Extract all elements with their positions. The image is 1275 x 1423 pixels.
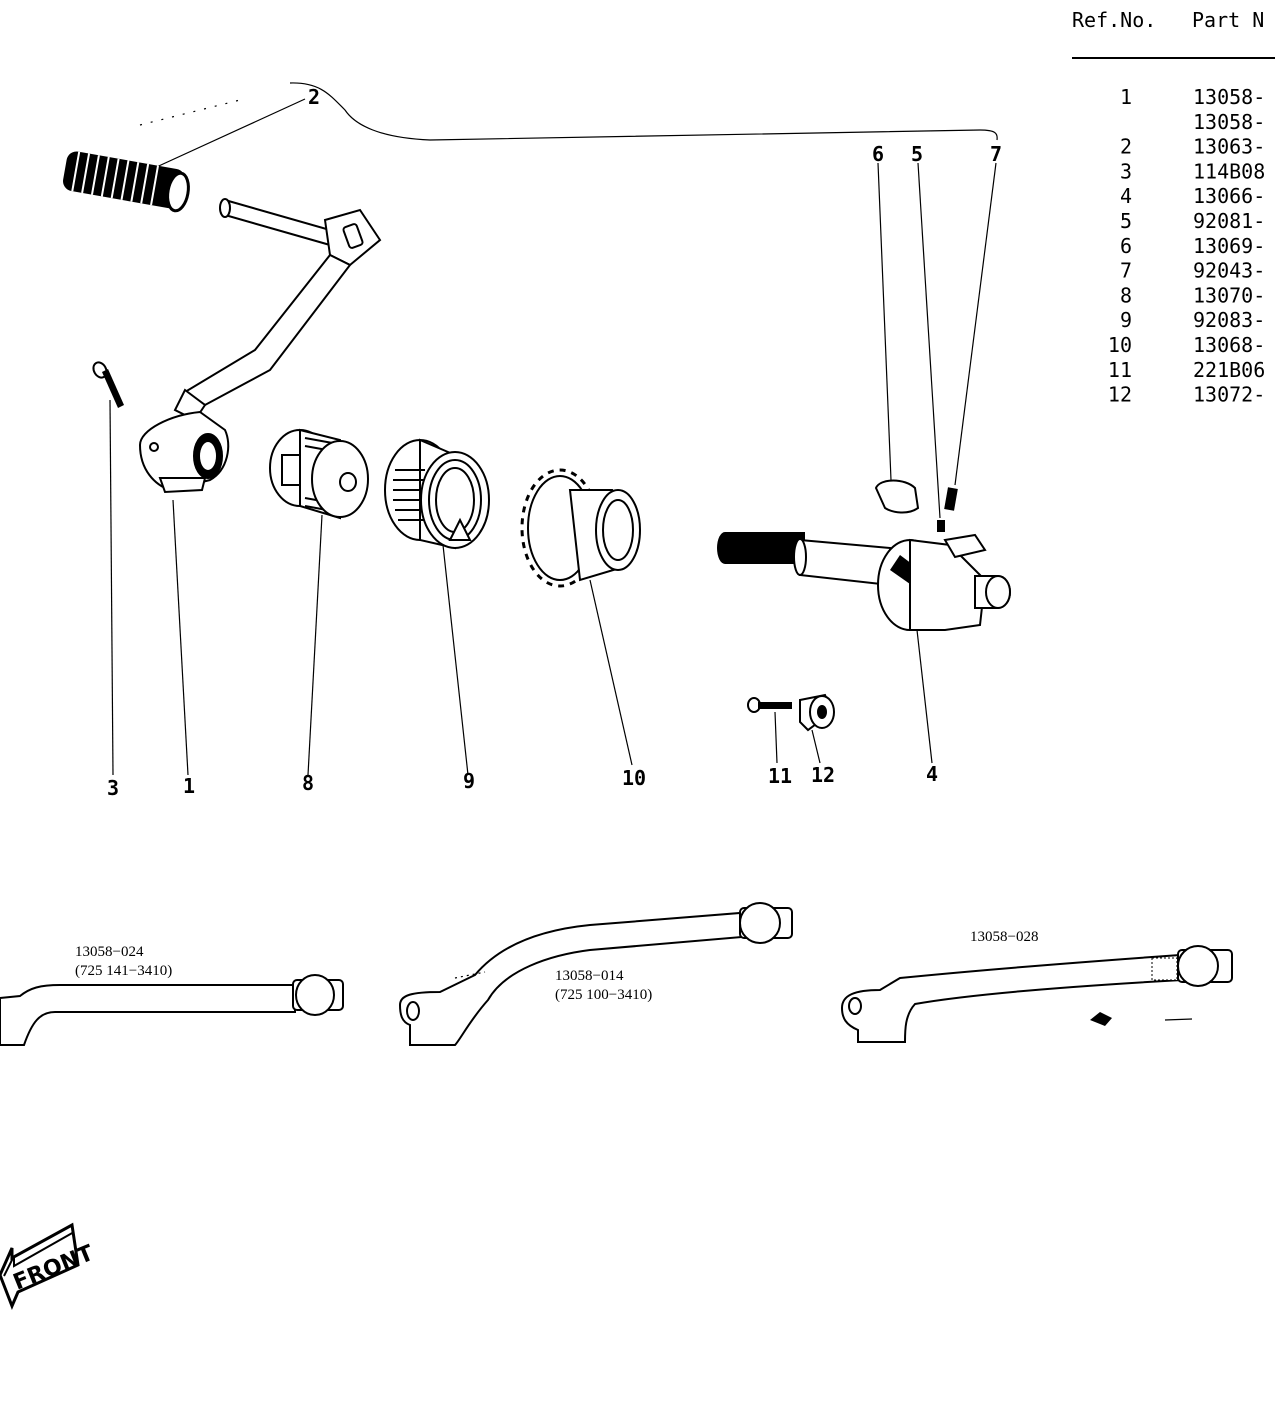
callout-10: 10 xyxy=(622,766,646,790)
table-ref-cell: 12 xyxy=(1108,383,1132,407)
table-header-ref: Ref.No. xyxy=(1072,8,1156,32)
table-part-cell: 13068- xyxy=(1193,333,1265,357)
callout-3: 3 xyxy=(107,776,119,800)
variant-024-code: (725 141−3410) xyxy=(75,963,172,979)
table-ref-cell: 5 xyxy=(1120,209,1132,233)
variant-014-partno: 13058−014 xyxy=(555,968,624,984)
kick-shaft-4 xyxy=(717,532,1011,631)
callout-11: 11 xyxy=(768,764,792,788)
callout-9: 9 xyxy=(463,769,475,793)
parts-table: Ref.No. Part N 1 13058-13058- 2 13063- 3 114B… xyxy=(1072,8,1275,407)
kick-pedal-rubber xyxy=(63,151,190,213)
pin-5 xyxy=(937,520,945,532)
table-ref-cell: 4 xyxy=(1120,184,1132,208)
variant-024-partno: 13058−024 xyxy=(75,944,144,960)
callout-1: 1 xyxy=(183,774,195,798)
table-ref-cell: 1 xyxy=(1120,85,1132,109)
leader-lines xyxy=(109,162,997,776)
table-part-cell: 92043- xyxy=(1193,259,1265,283)
table-header-part: Part N xyxy=(1192,8,1264,32)
table-ref-cell: 7 xyxy=(1120,259,1132,283)
dotted-trace xyxy=(139,99,241,126)
callouts: 2 6 5 7 3 1 8 9 10 11 12 4 xyxy=(107,85,1002,800)
table-ref-cell: 6 xyxy=(1120,234,1132,258)
front-arrow: FRONT xyxy=(0,1222,97,1310)
callout-6: 6 xyxy=(872,142,884,166)
table-part-cell: 221B06 xyxy=(1193,358,1265,382)
table-ref-cell: 11 xyxy=(1108,358,1132,382)
screw-11 xyxy=(747,697,792,713)
table-ref-cell: 9 xyxy=(1120,308,1132,332)
callout-2: 2 xyxy=(308,85,320,109)
table-part-cell: 13069- xyxy=(1193,234,1265,258)
variant-014-code: (725 100−3410) xyxy=(555,987,652,1003)
ratchet-8 xyxy=(269,428,369,520)
callout-8: 8 xyxy=(302,771,314,795)
key-6 xyxy=(874,479,920,514)
table-ref-cell: 8 xyxy=(1120,283,1132,307)
spring-9 xyxy=(384,438,490,550)
variant-arm-014 xyxy=(398,902,793,1046)
table-part-cell: 13066- xyxy=(1193,184,1265,208)
table-part-cell: 13072- xyxy=(1193,383,1265,407)
bolt-3 xyxy=(92,361,124,408)
variant-arm-028 xyxy=(840,945,1233,1043)
variant-028-partno: 13058−028 xyxy=(970,929,1038,945)
table-part-cell: 114B08 xyxy=(1193,159,1265,183)
callout-12: 12 xyxy=(811,763,835,787)
table-part-cell: 13063- xyxy=(1193,135,1265,159)
table-part-cell: 13058- xyxy=(1193,110,1265,134)
table-part-cell: 13058- xyxy=(1193,85,1265,109)
table-part-cell: 92081- xyxy=(1193,209,1265,233)
leader-2-bracket xyxy=(289,82,998,141)
variant-arm-024 xyxy=(0,974,344,1046)
table-rows: 1 13058-13058- 2 13063- 3 114B08 4 13066- 5 92081… xyxy=(1108,85,1265,407)
table-part-cell: 13070- xyxy=(1193,283,1265,307)
callout-7: 7 xyxy=(990,142,1002,166)
leader-2 xyxy=(149,98,306,171)
gear-10 xyxy=(520,468,641,588)
table-ref-cell: 3 xyxy=(1120,159,1132,183)
table-ref-cell: 10 xyxy=(1108,333,1132,357)
callout-4: 4 xyxy=(926,762,938,786)
spring-7 xyxy=(944,487,958,511)
callout-5: 5 xyxy=(911,142,923,166)
table-part-cell: 92083- xyxy=(1193,308,1265,332)
collar-12 xyxy=(799,693,835,732)
kick-pedal-arm xyxy=(138,198,382,494)
table-ref-cell: 2 xyxy=(1120,135,1132,159)
